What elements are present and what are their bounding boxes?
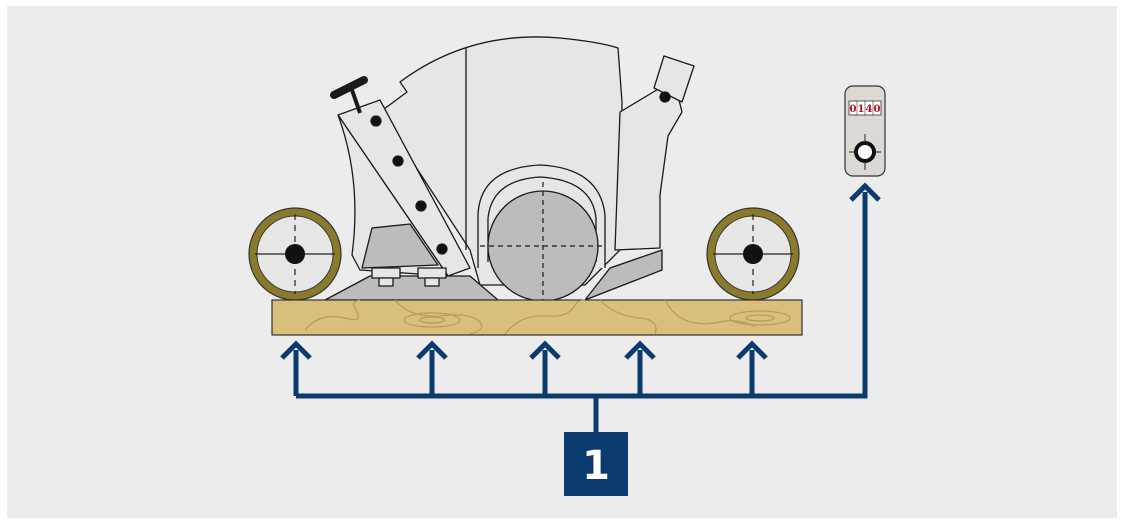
rivet [370, 115, 382, 127]
front-shoe-block [361, 223, 439, 269]
arrow-head [736, 340, 768, 360]
handle-stem [350, 89, 362, 114]
counter-digit: 0 [874, 104, 881, 115]
sensor-network [280, 182, 881, 432]
front-curve [337, 114, 449, 277]
rivet [415, 200, 427, 212]
counter-digit: 4 [866, 104, 873, 115]
rivet [392, 155, 404, 167]
arrow-head [529, 340, 561, 360]
rear-lever [653, 55, 695, 103]
length-counter: 0 1 4 0 [844, 85, 886, 177]
callout-number: 1 [582, 443, 610, 489]
rear-shoe [584, 249, 663, 301]
left-roller [248, 207, 342, 301]
cutter-housing-inner [487, 176, 597, 262]
rivet [436, 243, 448, 255]
wood-board [271, 299, 803, 336]
handle-grip [330, 76, 368, 99]
counter-knob [854, 141, 876, 163]
bus-line [296, 192, 868, 399]
arrow-head [416, 340, 448, 360]
foot-stem [424, 277, 440, 287]
arrow-head [280, 340, 312, 360]
right-roller [706, 207, 800, 301]
rivet [659, 91, 671, 103]
foot-stem [378, 277, 394, 287]
foot [417, 267, 447, 279]
arrow-head [849, 182, 881, 202]
counter-digit: 1 [858, 104, 865, 115]
planer-machine [324, 36, 695, 304]
foot [371, 267, 401, 279]
counter-digit: 0 [850, 104, 857, 115]
callout-marker: 1 [564, 432, 628, 496]
arrow-head [624, 340, 656, 360]
